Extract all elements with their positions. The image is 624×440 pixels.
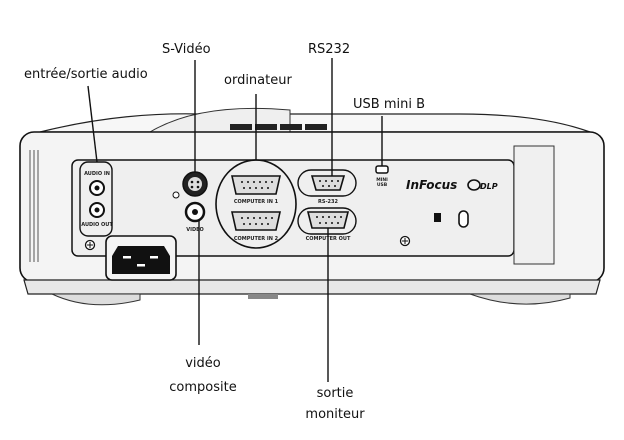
audio-out-jack-core <box>95 208 100 213</box>
left-foot <box>52 294 140 305</box>
security-slot <box>459 211 468 227</box>
svideo-pin <box>191 181 194 184</box>
composite-video-callout: vidéo composite <box>168 356 238 395</box>
audio-in-jack-core <box>95 186 100 191</box>
right-recess <box>514 146 554 264</box>
power-inlet <box>112 246 170 274</box>
computer-in-1-label: COMPUTER IN 1 <box>234 199 279 205</box>
usb-mini-b-callout: USB mini B <box>353 97 425 112</box>
top-slot-3 <box>280 124 302 130</box>
usb-label-line2: USB <box>377 182 388 188</box>
projector-base <box>24 280 600 294</box>
monitor-out-callout-line2: moniteur <box>300 407 370 422</box>
computer-out-port <box>308 212 348 228</box>
rs232-label: RS-232 <box>318 199 338 205</box>
top-slot-2 <box>255 124 277 130</box>
rs232-port <box>312 176 344 190</box>
center-foot <box>248 294 278 299</box>
dlp-logo: DLP <box>480 182 498 191</box>
usb-mini-b-port <box>376 166 388 173</box>
svideo-pin <box>197 181 200 184</box>
rs232-callout: RS232 <box>308 42 350 57</box>
computer-callout: ordinateur <box>224 73 292 88</box>
computer-in-2-port <box>232 212 280 230</box>
power-inlet-pin <box>137 264 145 267</box>
audio-in-out-callout: entrée/sortie audio <box>24 67 148 82</box>
right-foot <box>470 294 570 304</box>
monitor-out-callout: sortie moniteur <box>300 386 370 422</box>
screw-icon <box>401 237 410 246</box>
screw-icon <box>173 192 179 198</box>
top-slot-4 <box>305 124 327 130</box>
composite-video-callout-line1: vidéo <box>168 356 238 371</box>
svideo-callout: S-Vidéo <box>162 42 211 57</box>
audio-out-label: AUDIO OUT <box>81 222 113 228</box>
computer-in-1-port <box>232 176 280 194</box>
svideo-pin <box>191 186 194 189</box>
security-lock-icon <box>434 213 441 222</box>
video-label: VIDEO <box>186 227 204 233</box>
composite-video-jack-core <box>192 209 198 215</box>
top-slot-1 <box>230 124 252 130</box>
monitor-out-callout-line1: sortie <box>300 386 370 401</box>
power-inlet-pin <box>123 256 131 259</box>
computer-in-2-label: COMPUTER IN 2 <box>234 236 279 242</box>
power-inlet-pin <box>150 256 158 259</box>
svideo-pin <box>197 186 200 189</box>
screw-icon <box>86 241 95 250</box>
audio-in-label: AUDIO IN <box>84 171 110 177</box>
brand-logo: InFocus <box>406 178 457 192</box>
svideo-port-inner <box>188 177 202 191</box>
composite-video-callout-line2: composite <box>168 380 238 395</box>
